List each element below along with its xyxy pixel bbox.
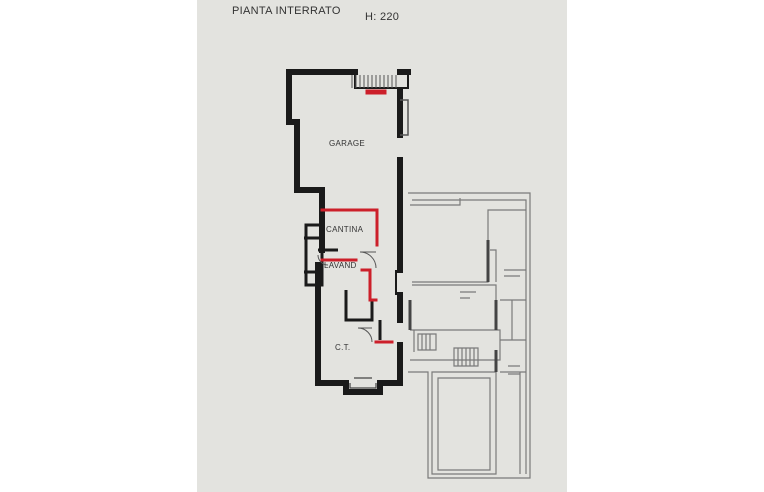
top-staircase [351,75,397,88]
room-label-garage: GARAGE [329,139,365,148]
neighbour-building [408,192,531,479]
plan-height: H: 220 [365,11,399,23]
room-label-lavand: LAVAND [324,261,357,270]
inner-walls [304,72,409,340]
neighbour-walls-dark [408,240,498,372]
door-swings [317,251,377,343]
bottom-bay [349,377,377,389]
new-walls-red [320,89,394,344]
room-label-ct: C.T. [335,343,350,352]
paper-sheet [197,0,567,492]
plan-title: PIANTA INTERRATO [232,5,341,17]
room-label-cantina: CANTINA [326,225,364,234]
main-walls [286,69,411,395]
